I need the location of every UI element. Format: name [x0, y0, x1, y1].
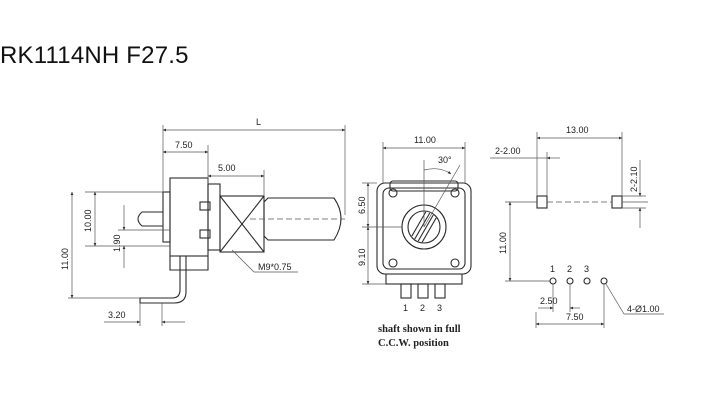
- dim-9-10: 9.10: [357, 248, 367, 266]
- footprint-hole-2: [566, 277, 574, 285]
- footprint-pin-3-label: 3: [584, 264, 589, 274]
- side-terminal: [139, 256, 187, 304]
- footprint-pin-2-label: 2: [567, 264, 572, 274]
- footprint-hole-3: [583, 277, 591, 285]
- hole-spec: 4-Ø1.00: [627, 304, 660, 314]
- front-pin-1-label: 1: [403, 303, 408, 313]
- dim-13-00: 13.00: [566, 125, 589, 135]
- front-view: 1 2 3 11.00 30° 6.50 9.10 shaft shown in…: [357, 135, 472, 349]
- dim-6-50: 6.50: [357, 196, 367, 214]
- front-pin-3: [434, 283, 446, 299]
- front-pin-2-label: 2: [420, 303, 425, 313]
- front-pin-2: [417, 283, 429, 299]
- dim-11-00-side: 11.00: [60, 248, 70, 270]
- dim-2-2-00: 2-2.00: [495, 146, 521, 156]
- dim-2-50: 2.50: [540, 296, 558, 306]
- pcb-footprint: 13.00 2-2.00 2-2.10 11.00 1 2 3 2.50: [490, 125, 664, 328]
- footprint-hole-1: [549, 277, 557, 285]
- dim-3-20: 3.20: [108, 310, 126, 320]
- front-pin-3-label: 3: [437, 303, 442, 313]
- footprint-mount-slot-left: [536, 195, 548, 209]
- thread-spec: M9*0.75: [258, 262, 292, 272]
- dim-7-50: 7.50: [175, 140, 193, 150]
- side-body: [169, 177, 209, 257]
- side-rear-plate: [162, 191, 171, 243]
- angle-30: 30°: [438, 155, 452, 165]
- dim-11-00-footprint: 11.00: [498, 232, 508, 254]
- dim-11-00-front: 11.00: [414, 135, 436, 145]
- footprint-hole-4: [600, 277, 608, 285]
- dim-5-00: 5.00: [218, 163, 236, 173]
- side-body-step: [207, 183, 221, 251]
- side-rear-knob: [137, 211, 163, 227]
- front-pin-1: [400, 283, 412, 299]
- part-number-title: RK1114NH F27.5: [0, 42, 189, 69]
- note-line-2: C.C.W. position: [378, 338, 449, 349]
- dim-1-90: 1.90: [112, 234, 122, 252]
- side-shaft: [263, 197, 342, 241]
- dim-10-00: 10.00: [83, 209, 93, 232]
- note-line-1: shaft shown in full: [378, 324, 461, 335]
- dim-7-50-footprint: 7.50: [566, 312, 584, 322]
- footprint-pin-1-label: 1: [550, 264, 555, 274]
- footprint-mount-slot-right: [611, 195, 623, 209]
- dim-L: L: [256, 117, 261, 127]
- dim-2-2-10: 2-2.10: [629, 166, 639, 192]
- side-view: L 7.50 5.00 10.00 1.90 11.00 3.20 M9*0.7: [60, 117, 346, 326]
